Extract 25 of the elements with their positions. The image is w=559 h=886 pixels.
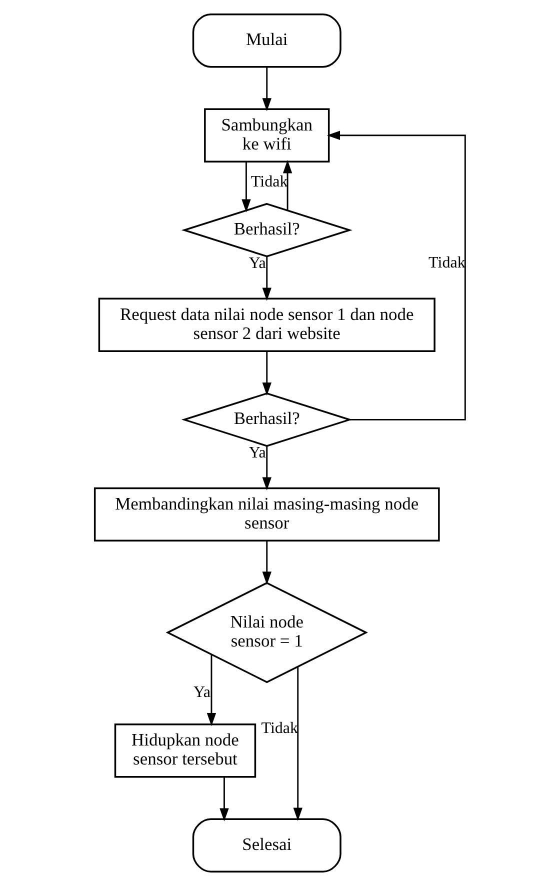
arrow: [219, 777, 228, 822]
arrow: [326, 130, 466, 420]
node-box: Request data nilai node sensor 1 dan node sensor 2 dari website: [98, 298, 435, 352]
node-diamond: Berhasil?: [180, 202, 352, 258]
arrow: [292, 666, 302, 821]
node-diamond: Berhasil?: [180, 392, 352, 447]
edge-label: Ya: [248, 444, 266, 462]
edge-label: Ya: [192, 684, 210, 702]
arrow: [262, 256, 271, 301]
edge-label: Tidak: [250, 174, 288, 191]
arrow: [262, 446, 271, 490]
edge-label: Tidak: [428, 254, 465, 272]
node-box: Selesai: [192, 818, 341, 873]
node-diamond: Nilai node sensor = 1: [165, 582, 368, 684]
edge-label: Ya: [248, 254, 266, 272]
node-box: Sambungkan ke wifi: [204, 108, 330, 162]
node-box: Mulai: [192, 13, 341, 68]
node-box: Hidupkan node sensor tersebut: [114, 724, 256, 778]
arrow: [282, 160, 292, 210]
arrow: [262, 351, 271, 396]
node-box: Membandingkan nilai masing-masing node sensor: [93, 487, 440, 542]
arrow: [262, 67, 271, 112]
arrow: [241, 162, 250, 212]
arrow: [262, 541, 271, 585]
arrow: [206, 654, 216, 726]
